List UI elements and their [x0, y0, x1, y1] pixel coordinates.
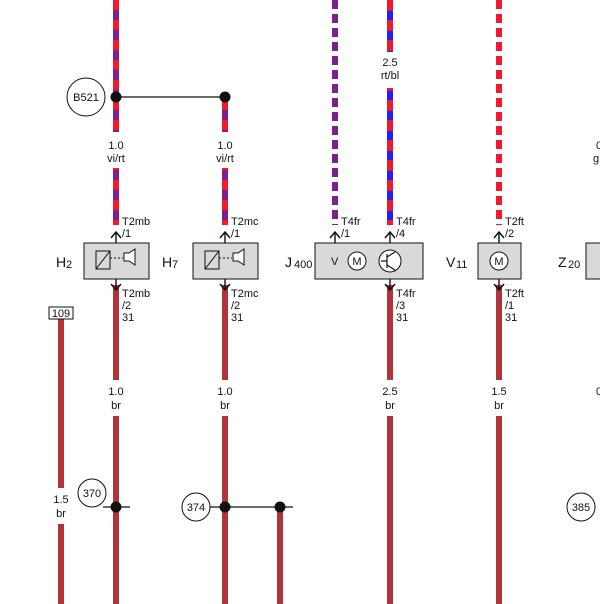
- component-j400-num: 400: [294, 259, 312, 271]
- pin-h2-bot-conn: T2mb: [122, 288, 150, 300]
- wire-t4fr4-top-upper: [387, 0, 393, 52]
- wire-j400-bot-size: 2.5: [382, 386, 397, 398]
- wire-h2-bottom: [113, 285, 119, 604]
- wire-h2-top: [113, 0, 119, 225]
- pin-v11-top-pin: /2: [505, 228, 514, 240]
- wire-h2-top-size: 1.0: [108, 140, 123, 152]
- ref-109: 109: [52, 308, 70, 320]
- pin-v11-bot-pin: /1: [505, 300, 514, 312]
- wire-h7-top-color: vi/rt: [216, 153, 234, 165]
- wire-v11-bot-size: 1.5: [491, 386, 506, 398]
- pin-v11-top-conn: T2ft: [505, 216, 524, 228]
- pin-j400-top-b-conn: T4fr: [396, 216, 416, 228]
- wire-j400-top-color: rt/bl: [381, 70, 399, 82]
- svg-text:M: M: [352, 256, 361, 268]
- component-z20-letter: Z: [558, 254, 567, 270]
- ref-circle-385: [566, 492, 596, 522]
- pin-h7-top-conn: T2mc: [231, 216, 259, 228]
- edge-fragment-g: g: [593, 153, 599, 165]
- wire-t4fr4-top-lower: [387, 88, 393, 225]
- relay-horn-icon: [204, 248, 245, 270]
- component-v11-letter: V: [446, 254, 456, 270]
- component-z20: [585, 242, 600, 280]
- splice-node-h2: [110, 91, 122, 103]
- wire-left-bot-size: 1.5: [53, 494, 68, 506]
- ground-node-370: [110, 501, 122, 513]
- edge-fragment-zero: 0: [596, 140, 600, 152]
- component-h2-num: 2: [66, 259, 72, 271]
- wire-v11-bot-color: br: [494, 400, 504, 412]
- pin-v11-bot-conn: T2ft: [505, 288, 524, 300]
- pin-j400-bot-pin: /3: [396, 300, 405, 312]
- wire-h7-bottom: [222, 285, 228, 604]
- motor-icon: [489, 251, 509, 271]
- pin-v11-bot-ground: 31: [505, 312, 517, 324]
- pin-h7-top-pin: /1: [231, 228, 240, 240]
- component-j400-letter: J: [285, 254, 292, 270]
- wire-j400-top-size: 2.5: [382, 57, 397, 69]
- ground-node-374-a: [219, 501, 231, 513]
- pin-j400-bot-ground: 31: [396, 312, 408, 324]
- component-j400-inner-label: V: [331, 256, 339, 268]
- wire-left-bot-color: br: [56, 508, 66, 520]
- pin-h7-bot-pin: /2: [231, 300, 240, 312]
- pin-j400-top-b-pin: /4: [396, 228, 405, 240]
- component-v11: M: [477, 242, 522, 280]
- wire-v11-top: [496, 0, 502, 225]
- component-j400: M: [314, 242, 424, 280]
- ref-circle-370: [77, 478, 107, 508]
- pin-h2-bot-ground: 31: [122, 312, 134, 324]
- pin-j400-bot-conn: T4fr: [396, 288, 416, 300]
- component-h7-letter: H: [162, 254, 172, 270]
- wire-t4fr1-top: [332, 0, 338, 225]
- pin-h2-bot-pin: /2: [122, 300, 131, 312]
- wire-109: [58, 318, 64, 604]
- ref-385: 385: [572, 502, 590, 514]
- wire-v11-bottom: [496, 285, 502, 604]
- wire-h7-top-size: 1.0: [217, 140, 232, 152]
- ref-circle-b521: [66, 77, 106, 117]
- component-h2: [83, 242, 150, 280]
- pin-j400-top-a-conn: T4fr: [341, 216, 361, 228]
- splice-node-h7: [219, 91, 231, 103]
- wire-h2-bot-size: 1.0: [108, 386, 123, 398]
- ground-node-374-b: [274, 501, 286, 513]
- ref-370: 370: [83, 488, 101, 500]
- ref-374: 374: [187, 502, 205, 514]
- ref-b521: B521: [73, 92, 99, 104]
- pin-h2-top-pin: /1: [122, 228, 131, 240]
- component-h2-letter: H: [56, 254, 66, 270]
- component-h7: [192, 242, 259, 280]
- wire-h2-bot-color: br: [111, 400, 121, 412]
- wire-h7-bot-size: 1.0: [217, 386, 232, 398]
- pin-h7-bot-ground: 31: [231, 312, 243, 324]
- wire-h2-top-color: vi/rt: [107, 153, 125, 165]
- wire-j400-bot-color: br: [385, 400, 395, 412]
- pin-h2-top-conn: T2mb: [122, 216, 150, 228]
- edge-fragment-zero-lower: 0: [596, 386, 600, 398]
- pin-h7-bot-conn: T2mc: [231, 288, 259, 300]
- relay-horn-icon: [95, 248, 136, 270]
- ref-circle-374: [181, 492, 211, 522]
- wire-h7-bot-color: br: [220, 400, 230, 412]
- wire-j400-bottom: [387, 285, 393, 604]
- svg-text:M: M: [494, 256, 503, 268]
- wire-374-branch: [277, 507, 283, 604]
- component-v11-num: 11: [456, 259, 467, 271]
- motor-icon: [347, 251, 367, 271]
- component-z20-num: 20: [568, 259, 580, 271]
- ref-box-109: [48, 306, 74, 320]
- pin-j400-top-a-pin: /1: [341, 228, 350, 240]
- component-h7-num: 7: [172, 259, 178, 271]
- transistor-icon: [378, 249, 402, 273]
